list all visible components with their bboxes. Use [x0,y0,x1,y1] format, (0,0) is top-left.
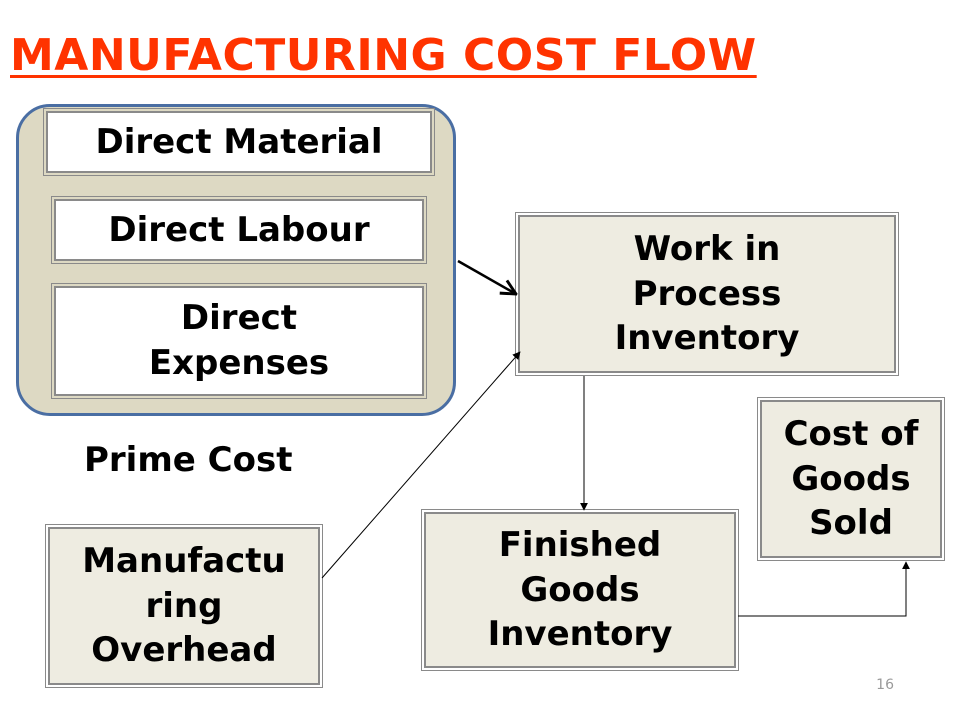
direct-expenses-box: Direct Expenses [51,283,427,399]
direct-expenses-line-2: Expenses [148,343,330,383]
cost-of-goods-sold-line-1: Cost of [783,413,919,454]
finished-goods-line-3: Inventory [487,614,673,655]
work-in-process-line-1: Work in [633,228,781,269]
direct-material-label: Direct Material [95,121,383,162]
work-in-process-box: Work in Process Inventory [515,212,899,376]
work-in-process-line-2: Process [632,273,782,314]
cost-of-goods-sold-line-2: Goods [791,458,911,499]
manufacturing-overhead-line-2: ring [145,585,223,626]
cost-of-goods-sold-box: Cost of Goods Sold [757,397,945,561]
finished-goods-line-2: Goods [520,569,640,610]
manufacturing-overhead-line-1: Manufactu [82,540,286,581]
finished-goods-box: Finished Goods Inventory [421,509,739,671]
direct-labour-box: Direct Labour [51,196,427,264]
finished-goods-to-cogs-arrow [738,561,910,617]
page-number: 16 [876,677,894,693]
manufacturing-overhead-box: Manufactu ring Overhead [45,524,323,688]
manufacturing-overhead-line-3: Overhead [91,630,277,671]
direct-material-box: Direct Material [43,108,435,176]
overhead-to-wip-arrow [321,351,521,579]
work-in-process-line-3: Inventory [614,318,800,359]
prime-cost-to-wip-arrow [457,259,516,294]
direct-expenses-line-1: Direct [180,298,298,339]
page-title: MANUFACTURING COST FLOW [10,30,757,81]
prime-cost-label: Prime Cost [84,440,293,480]
direct-labour-label: Direct Labour [108,209,370,250]
cost-of-goods-sold-line-3: Sold [809,503,893,544]
finished-goods-line-1: Finished [498,524,662,565]
